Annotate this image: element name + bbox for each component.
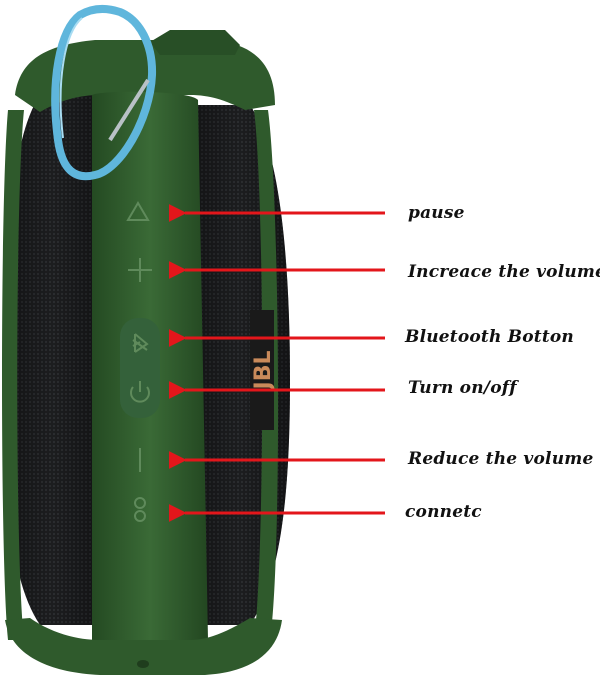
label-reduce-volume: Reduce the volume [408, 449, 594, 469]
label-pause: pause [408, 203, 465, 223]
bluetooth-pill [120, 318, 160, 418]
play-triangle-icon [126, 201, 150, 221]
svg-text:JBL: JBL [251, 351, 276, 392]
connect-link-icon [134, 497, 146, 522]
power-icon [130, 381, 150, 403]
callout-arrows [168, 204, 385, 522]
control-icons [120, 201, 160, 522]
label-connect: connetc [405, 502, 482, 522]
jbl-logo: JBL [250, 310, 276, 430]
carabiner-clip [51, 4, 157, 181]
plus-icon [128, 258, 152, 282]
bluetooth-icon [132, 333, 149, 353]
label-power: Turn on/off [408, 378, 517, 398]
label-increase-volume: Increace the volume [408, 262, 600, 282]
speaker-fabric-left [5, 95, 100, 625]
label-bluetooth: Bluetooth Botton [405, 327, 574, 347]
